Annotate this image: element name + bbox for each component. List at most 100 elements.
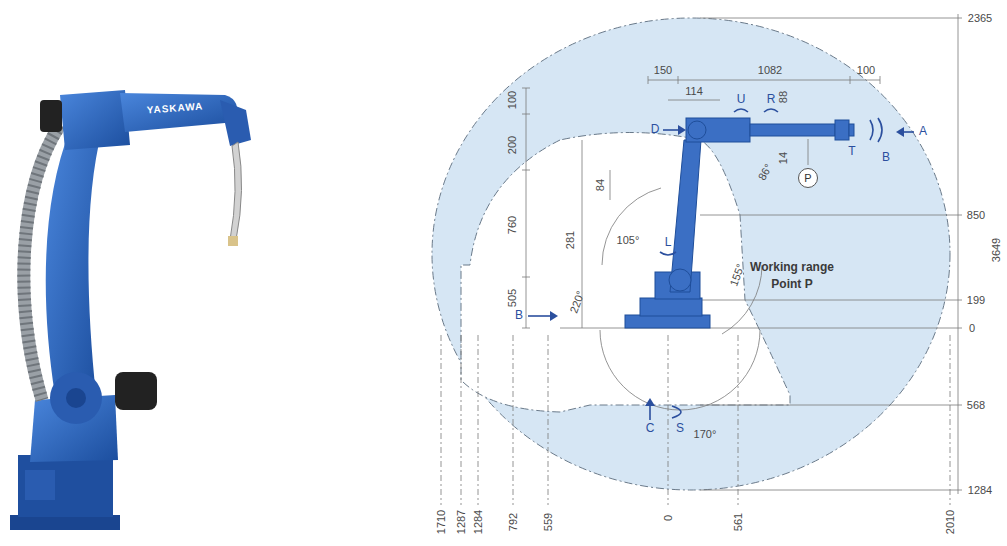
robot-photo: [50, 372, 102, 424]
dimension-lines: [522, 277, 530, 278]
robot-photo: [120, 93, 238, 132]
robot-photo: [60, 90, 130, 150]
dimension: 1284: [472, 510, 484, 534]
robot-photo: [230, 142, 242, 240]
motion-arrows: [660, 252, 676, 255]
robot-photo: [10, 90, 251, 530]
axis-letter: D: [651, 123, 660, 136]
axis-letter: B: [882, 151, 890, 164]
robot-photo: [18, 455, 113, 517]
point-letter: P: [804, 173, 811, 184]
region-title: Point P: [771, 278, 812, 291]
dimension: 100: [857, 64, 875, 76]
dimension-lines: [441, 335, 442, 505]
robot-photo: [25, 470, 55, 500]
dimension: 850: [967, 209, 985, 221]
motion-arrows: [764, 109, 778, 112]
dimension-lines: [600, 330, 760, 410]
arrow-heads: [896, 127, 904, 137]
motion-arrows: [878, 118, 882, 142]
robot-photo: [10, 515, 120, 530]
dimension: 84: [594, 179, 606, 191]
dimension: 2365: [968, 12, 992, 24]
robot-side-view: [688, 121, 706, 139]
robot-side-view: [750, 124, 835, 136]
robot-side-view: [640, 298, 702, 316]
arrow-heads: [550, 125, 904, 406]
dimension-lines: [738, 335, 739, 505]
axis-letter: B: [515, 309, 523, 322]
dimension-lines: [478, 335, 479, 505]
dimension: 2010: [944, 510, 956, 534]
arrow-heads: [550, 311, 558, 321]
dimension: 114: [685, 85, 703, 97]
dimension-lines: [808, 139, 809, 165]
working-range: [432, 18, 950, 490]
robot-side-view: [835, 120, 849, 140]
working-range: [461, 133, 790, 413]
dimension-lines: [441, 14, 962, 505]
dimension-lines: [850, 76, 851, 84]
robot-photo: [115, 372, 157, 410]
dimension: 792: [507, 513, 519, 531]
dimension-lines: [700, 18, 962, 19]
robot-side-view: [669, 269, 691, 291]
dimension: 559: [542, 513, 554, 531]
dimension-lines: [668, 100, 720, 101]
dimension: 14: [777, 152, 789, 164]
dimension-lines: [668, 335, 669, 505]
robot-side-view: [686, 118, 750, 142]
dimension-lines: [522, 328, 530, 329]
dimension: 1710: [435, 510, 447, 534]
axis-letter: R: [767, 93, 776, 106]
dimension-lines: [950, 335, 951, 505]
axis-letter: L: [665, 236, 672, 249]
dimension-lines: [522, 114, 530, 115]
dimension-lines: [610, 170, 611, 200]
arrow-heads: [678, 125, 686, 135]
motion-arrows: [528, 315, 552, 317]
angle: 170°: [694, 428, 717, 440]
robot-photo: [228, 236, 238, 246]
dimension-lines: [648, 80, 880, 81]
dimension-lines: [700, 490, 962, 491]
dimension-lines: [513, 335, 514, 505]
dimension-lines: [461, 335, 462, 505]
dimension-lines: [880, 76, 881, 84]
dimension: 3649: [990, 238, 1002, 262]
axis-letter: A: [919, 125, 927, 138]
dimension-lines: [522, 88, 530, 89]
robot-side-view: [670, 140, 701, 292]
robot-photo: [220, 100, 251, 146]
dimension: 150: [654, 64, 672, 76]
dimension: 561: [732, 513, 744, 531]
axis-letter: T: [848, 145, 855, 158]
dimension-lines: [958, 14, 959, 494]
motion-arrows: [672, 406, 681, 418]
dimension: 760: [506, 216, 518, 234]
dimension-lines: [678, 76, 679, 84]
robot-photo: [46, 130, 102, 395]
robot-side-view: [625, 118, 854, 328]
point-marker: P: [798, 168, 818, 188]
dimension-lines: [602, 188, 661, 265]
dimension: 0: [969, 322, 975, 334]
motion-arrows: [649, 404, 651, 420]
dimension-lines: [441, 335, 950, 505]
dimension-lines: [700, 300, 962, 301]
dimension-lines: [560, 328, 962, 329]
axis-letter: S: [676, 422, 684, 435]
axis-letter: C: [646, 422, 655, 435]
region-title: Working range: [750, 261, 834, 274]
robot-side-view: [625, 315, 710, 328]
motion-arrows: [870, 120, 873, 140]
dimension-lines: [522, 170, 530, 171]
arrow-heads: [645, 398, 655, 406]
angle: 105°: [617, 234, 640, 246]
robot-photo: [40, 100, 62, 132]
dimension: 200: [506, 136, 518, 154]
dimension: 0: [662, 515, 674, 521]
dimension: 568: [967, 399, 985, 411]
